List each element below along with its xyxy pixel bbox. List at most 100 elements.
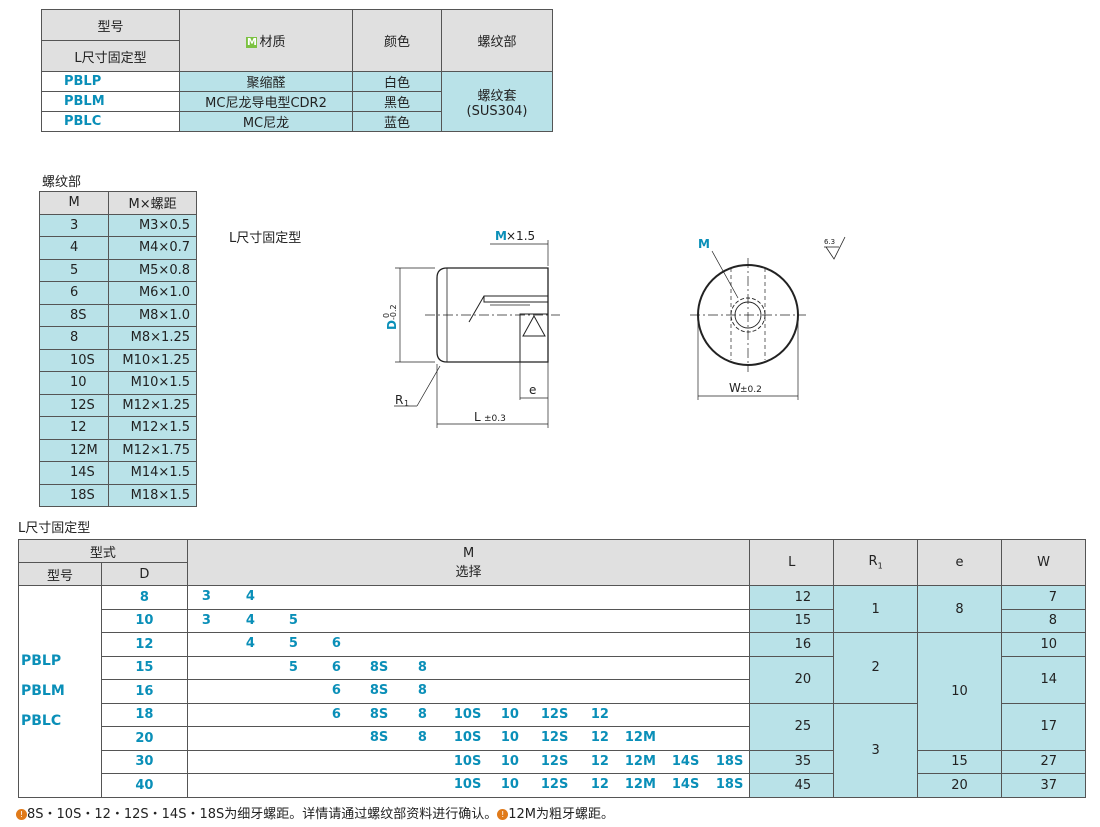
thread-size: 3: [38, 213, 110, 237]
type-code: PBLP: [21, 653, 62, 670]
thread-pitch: M4×0.7: [108, 236, 197, 260]
footnote: !8S・10S・12・12S・14S・18S为细牙螺距。详情请通过螺纹部资料进行…: [16, 803, 614, 822]
header-model: 型号: [18, 562, 102, 586]
thread-header-pitch: M×螺距: [108, 191, 197, 215]
material-badge: M: [246, 37, 258, 48]
m-option: 12S: [540, 730, 569, 745]
main-table-title: L尺寸固定型: [18, 521, 91, 536]
m-option: 4: [245, 589, 255, 604]
header-thread: 螺纹部: [441, 9, 553, 72]
m-option: 8: [417, 683, 427, 698]
m-option: 8: [417, 659, 427, 675]
m-option: 6: [331, 683, 341, 698]
e-value: 15: [917, 750, 1002, 774]
material-cell: MC尼龙: [179, 111, 353, 132]
m-option: 10S: [453, 730, 482, 745]
w-value: 17: [1001, 703, 1086, 751]
label-l-tol: ±0.3: [484, 414, 506, 424]
d-value: 8: [100, 585, 188, 610]
material-cell: MC尼龙导电型CDR2: [179, 91, 353, 112]
thread-pitch: M8×1.25: [108, 326, 197, 350]
m-option: 10S: [453, 753, 482, 769]
m-option: 10: [500, 706, 519, 722]
m-option: 4: [245, 636, 255, 651]
thread-pitch: M10×1.5: [108, 371, 197, 395]
d-value: 15: [100, 656, 188, 680]
label-w-tol: ±0.2: [740, 385, 762, 395]
m-option: 10: [500, 730, 519, 745]
m-selection: 5 6 8S 8: [186, 656, 751, 680]
color-cell: 蓝色: [352, 111, 442, 132]
type-code: PBLC: [21, 713, 62, 730]
label-r1-sub: 1: [404, 399, 409, 408]
m-selection: 4 5 6: [186, 632, 751, 657]
label-m: M: [698, 237, 710, 251]
m-option: 18S: [715, 777, 744, 792]
thread-pitch: M12×1.75: [108, 438, 197, 462]
d-value: 18: [100, 703, 188, 727]
material-cell: 聚缩醛: [179, 71, 353, 92]
m-option: 4: [245, 612, 255, 628]
d-value: 40: [100, 773, 188, 798]
m-option: 5: [288, 659, 298, 675]
m-option: 8S: [369, 683, 389, 698]
m-option: 12: [590, 730, 609, 745]
m-option: 12M: [624, 777, 656, 792]
thread-size: 10: [38, 371, 110, 395]
thread-header-m: M: [38, 191, 110, 215]
w-value: 37: [1001, 773, 1086, 798]
note-mark-icon: !: [497, 809, 509, 820]
thread-size: 5: [38, 258, 110, 282]
m-option: 8: [417, 706, 427, 722]
label-e: e: [529, 383, 536, 397]
label-l: L: [474, 410, 481, 424]
m-option: 8S: [369, 659, 389, 675]
model-code: PBLP: [41, 71, 180, 92]
m-option: 12M: [624, 753, 656, 769]
thread-cell: 螺纹套(SUS304): [441, 71, 553, 132]
thread-pitch: M6×1.0: [108, 281, 197, 305]
m-option: 10S: [453, 706, 482, 722]
thread-pitch: M10×1.25: [108, 348, 197, 372]
m-option: 6: [331, 636, 341, 651]
color-cell: 白色: [352, 71, 442, 92]
w-value: 7: [1001, 585, 1086, 610]
w-value: 8: [1001, 609, 1086, 633]
e-value: 10: [917, 632, 1002, 751]
thread-size: 8S: [38, 303, 110, 327]
d-value: 20: [100, 726, 188, 751]
drawing-title: L尺寸固定型: [229, 231, 302, 246]
roughness-value: 6.3: [824, 238, 835, 246]
m-option: 18S: [715, 753, 744, 769]
m-option: 5: [288, 636, 298, 651]
m-option: 6: [331, 659, 341, 675]
thread-size: 10S: [38, 348, 110, 372]
label-w: W: [729, 381, 741, 395]
header-w: W: [1001, 539, 1086, 586]
d-value: 12: [100, 632, 188, 657]
thread-table-title: 螺纹部: [42, 175, 82, 190]
model-code: PBLM: [41, 91, 180, 112]
r1-value: 2: [833, 632, 919, 704]
l-value: 16: [749, 632, 835, 657]
l-value: 45: [749, 773, 835, 798]
